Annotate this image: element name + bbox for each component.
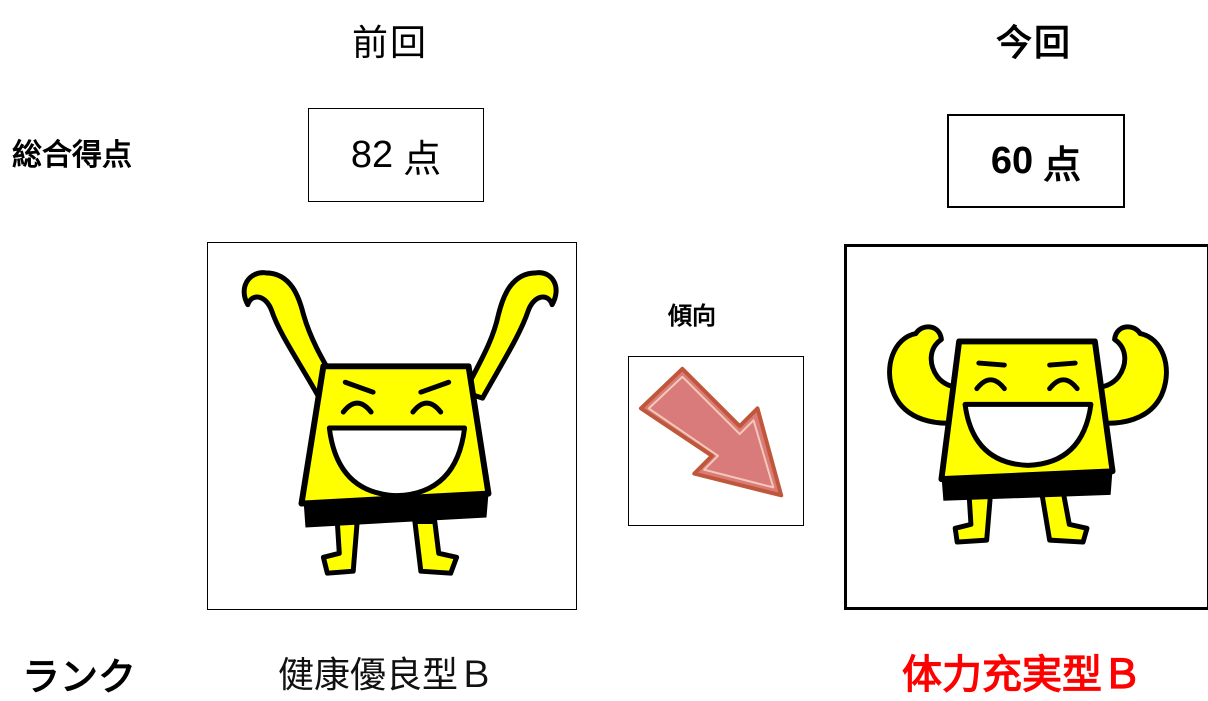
current-score-unit: 点 xyxy=(1043,142,1082,187)
cheering-character-icon xyxy=(241,270,559,576)
current-score-value: 60 xyxy=(990,139,1034,182)
total-score-label: 総合得点 xyxy=(12,138,132,173)
trend-panel xyxy=(628,356,804,526)
current-character-panel xyxy=(844,244,1208,610)
rank-label: ランク xyxy=(22,655,137,699)
previous-score-unit: 点 xyxy=(403,136,442,181)
previous-score-value: 82 xyxy=(350,133,394,176)
previous-character-panel xyxy=(207,242,577,610)
arrow-down-right-icon xyxy=(638,366,784,498)
current-score-box: 60 点 xyxy=(947,114,1125,208)
previous-header: 前回 xyxy=(352,23,429,64)
previous-score-box: 82 点 xyxy=(308,108,484,202)
flexing-character-icon xyxy=(887,324,1169,545)
previous-rank-value: 健康優良型Ｂ xyxy=(278,655,495,696)
trend-label: 傾向 xyxy=(668,302,716,330)
current-header: 今回 xyxy=(996,23,1073,64)
current-rank-value: 体力充実型Ｂ xyxy=(902,652,1142,698)
